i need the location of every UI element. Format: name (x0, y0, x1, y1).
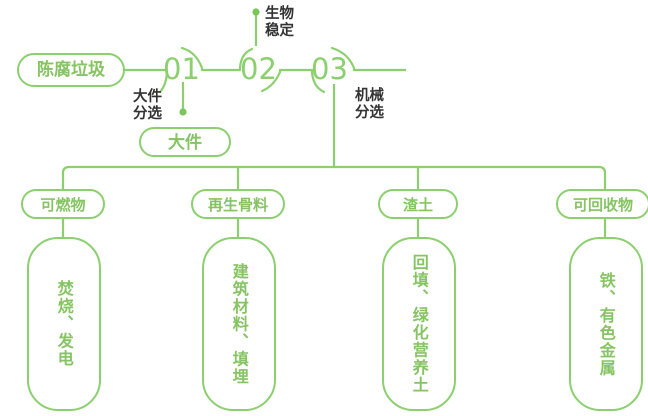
arc-stage-02-lower (260, 68, 282, 93)
branch-pill-label-1: 可燃物 (40, 196, 86, 214)
destination-label-4: 铁、有色金属 (596, 271, 616, 377)
destination-label-1: 焚烧、发电 (54, 280, 74, 368)
stage-number-01: 01 (163, 52, 200, 86)
destination-text-wrap-4: 铁、有色金属 (570, 238, 642, 410)
pill-source-node[interactable] (17, 53, 125, 87)
source-node-label: 陈腐垃圾 (37, 60, 105, 80)
destination-label-3: 回填、绿化营养土 (409, 254, 429, 394)
branch-pill-label-4: 可回收物 (572, 196, 633, 214)
branch-pill-label-3: 渣土 (402, 196, 433, 214)
arc-stage-03-upper (330, 46, 356, 72)
box-destination-4[interactable] (569, 237, 643, 411)
destination-text-wrap-2: 建筑材料、填埋 (203, 238, 275, 410)
stage-number-03: 03 (311, 52, 348, 86)
destination-label-2: 建筑材料、填埋 (229, 262, 249, 386)
stage-caption-02: 生物 稳定 (265, 6, 294, 40)
destination-text-wrap-1: 焚烧、发电 (28, 238, 100, 410)
box-destination-1[interactable] (27, 237, 101, 411)
stage-caption-01: 大件 分选 (133, 89, 162, 123)
stage-caption-03: 机械 分选 (355, 88, 384, 122)
pill-branch-4[interactable] (556, 189, 648, 219)
destination-text-wrap-3: 回填、绿化营养土 (383, 238, 455, 410)
branch-pill-label-2: 再生骨料 (207, 196, 268, 214)
dot-stage-02-output (252, 8, 260, 16)
arc-stage-01-upper (180, 46, 204, 72)
box-destination-3[interactable] (382, 237, 456, 411)
dot-stage-01-output (179, 108, 187, 116)
side-output-label: 大件 (168, 133, 202, 153)
box-destination-2[interactable] (202, 237, 276, 411)
arc-stage-03-lower (310, 68, 326, 94)
distribution-bus-bar (61, 165, 607, 185)
arc-stage-01-lower (158, 68, 169, 94)
arc-stage-02-upper (238, 47, 254, 72)
pill-side-output[interactable] (139, 127, 231, 157)
stage-number-02: 02 (240, 52, 277, 86)
